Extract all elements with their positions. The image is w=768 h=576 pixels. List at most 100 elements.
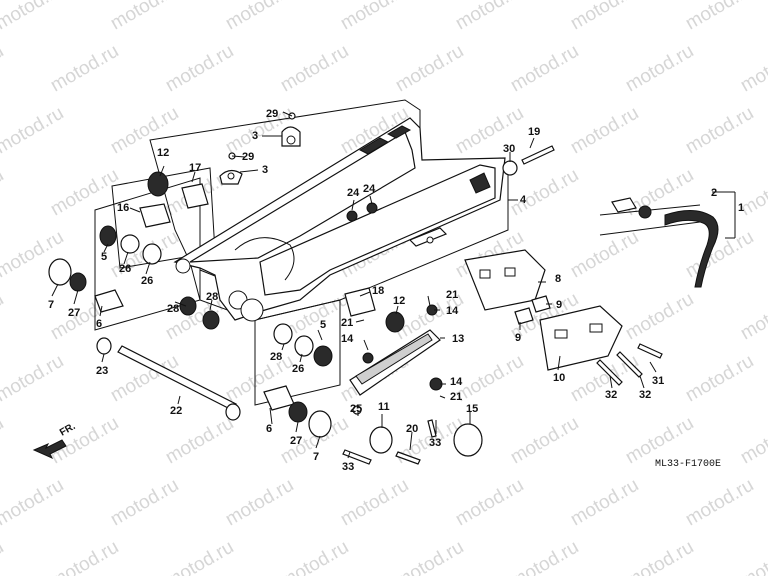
callout-32: 32: [639, 389, 651, 401]
callout-14: 14: [450, 376, 463, 388]
swingarm-body: [173, 117, 506, 322]
callout-33: 33: [342, 461, 354, 473]
watermark-text: motod.ru: [682, 0, 757, 34]
watermark-text: motod.ru: [162, 413, 237, 469]
watermark-text: motod.ru: [337, 475, 412, 531]
diagram-code: ML33-F1700E: [655, 459, 721, 470]
watermark-text: motod.ru: [622, 289, 697, 345]
watermark-text: motod.ru: [47, 41, 122, 97]
watermark-text: motod.ru: [622, 41, 697, 97]
callout-11: 11: [378, 401, 390, 413]
watermark-text: motod.ru: [507, 537, 582, 576]
watermark-text: motod.ru: [107, 475, 182, 531]
watermark-text: motod.ru: [452, 475, 527, 531]
callout-24: 24: [363, 183, 376, 195]
callout-29: 29: [266, 108, 278, 120]
callout-28: 28: [167, 303, 179, 315]
watermark-text: motod.ru: [0, 41, 7, 97]
callout-30: 30: [503, 143, 515, 155]
watermark-text: motod.ru: [162, 537, 237, 576]
callout-9: 9: [515, 332, 521, 344]
callout-12: 12: [157, 147, 169, 159]
watermark-text: motod.ru: [452, 351, 527, 407]
callout-14: 14: [341, 333, 354, 345]
callout-3: 3: [262, 164, 268, 176]
watermark-text: motod.ru: [737, 537, 768, 576]
drive-chain: [599, 197, 719, 288]
callout-15: 15: [466, 403, 478, 415]
watermark-text: motod.ru: [507, 41, 582, 97]
watermark-text: motod.ru: [0, 413, 7, 469]
callout-27: 27: [68, 307, 80, 319]
watermark-text: motod.ru: [47, 537, 122, 576]
callout-26: 26: [292, 363, 304, 375]
pivot-bolt: [117, 345, 241, 421]
watermark-text: motod.ru: [567, 103, 642, 159]
watermark-text: motod.ru: [162, 41, 237, 97]
callout-5: 5: [101, 251, 107, 263]
callout-24: 24: [347, 187, 360, 199]
watermark-text: motod.ru: [392, 537, 467, 576]
watermark-text: motod.ru: [737, 413, 768, 469]
watermark-text: motod.ru: [47, 413, 122, 469]
watermark-text: motod.ru: [222, 0, 297, 34]
watermark-text: motod.ru: [107, 0, 182, 34]
watermark-text: motod.ru: [337, 0, 412, 34]
watermark-text: motod.ru: [222, 475, 297, 531]
callout-14: 14: [446, 305, 459, 317]
callout-6: 6: [266, 423, 272, 435]
watermark-text: motod.ru: [0, 537, 7, 576]
watermark-text: motod.ru: [622, 537, 697, 576]
callout-31: 31: [652, 375, 664, 387]
watermark-text: motod.ru: [277, 41, 352, 97]
watermark-text: motod.ru: [682, 227, 757, 283]
callout-28: 28: [270, 351, 282, 363]
callout-21: 21: [341, 317, 353, 329]
callout-28: 28: [206, 291, 218, 303]
watermark-text: motod.ru: [0, 103, 67, 159]
watermark-text: motod.ru: [567, 475, 642, 531]
callout-8: 8: [555, 273, 561, 285]
watermark-text: motod.ru: [0, 289, 7, 345]
watermark-text: motod.ru: [682, 351, 757, 407]
callout-1: 1: [738, 202, 744, 214]
callout-12: 12: [393, 295, 405, 307]
callout-18: 18: [372, 285, 384, 297]
callout-4: 4: [520, 194, 527, 206]
watermark-text: motod.ru: [392, 41, 467, 97]
watermark-text: motod.ru: [0, 475, 67, 531]
callout-21: 21: [450, 391, 462, 403]
watermark-text: motod.ru: [47, 165, 122, 221]
chain-guide-parts: [464, 249, 663, 386]
callout-21: 21: [446, 289, 458, 301]
watermark-text: motod.ru: [107, 103, 182, 159]
callout-16: 16: [117, 202, 129, 214]
callout-20: 20: [406, 423, 418, 435]
watermark-text: motod.ru: [0, 165, 7, 221]
callout-26: 26: [119, 263, 131, 275]
watermark-text: motod.ru: [682, 103, 757, 159]
watermark-text: motod.ru: [452, 0, 527, 34]
callout-27: 27: [290, 435, 302, 447]
watermark-text: motod.ru: [682, 475, 757, 531]
callout-19: 19: [528, 126, 540, 138]
callout-26: 26: [141, 275, 153, 287]
callout-22: 22: [170, 405, 182, 417]
watermark-text: motod.ru: [0, 351, 67, 407]
watermark-text: motod.ru: [507, 413, 582, 469]
watermark-text: motod.ru: [567, 0, 642, 34]
chain-slider-parts: [342, 304, 483, 465]
watermark-text: motod.ru: [737, 41, 768, 97]
watermark-text: motod.ru: [0, 0, 67, 34]
watermark-text: motod.ru: [277, 537, 352, 576]
watermark-text: motod.ru: [507, 165, 582, 221]
callout-3: 3: [252, 130, 258, 142]
callout-10: 10: [553, 372, 565, 384]
callout-33: 33: [429, 437, 441, 449]
callout-7: 7: [313, 451, 319, 463]
callout-13: 13: [452, 333, 464, 345]
callout-9: 9: [556, 299, 562, 311]
callout-5: 5: [320, 319, 326, 331]
